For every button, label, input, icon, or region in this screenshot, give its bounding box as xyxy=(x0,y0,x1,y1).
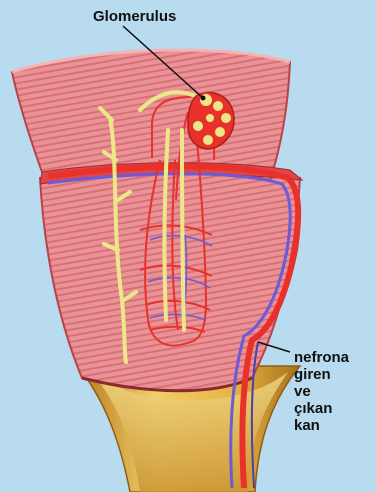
blood-flow-label-line-3: ve xyxy=(294,383,349,400)
cortex-tissue xyxy=(12,50,290,180)
blood-flow-label-line-5: kan xyxy=(294,417,349,434)
blood-flow-label: nefrona giren ve çıkan kan xyxy=(294,349,349,434)
blood-flow-label-line-1: nefrona xyxy=(294,349,349,366)
glomerulus-label: Glomerulus xyxy=(93,8,176,25)
medulla-tissue xyxy=(40,169,300,390)
glomerulus-leader-dot xyxy=(201,96,206,101)
blood-flow-label-line-4: çıkan xyxy=(294,400,349,417)
blood-flow-label-line-2: giren xyxy=(294,366,349,383)
